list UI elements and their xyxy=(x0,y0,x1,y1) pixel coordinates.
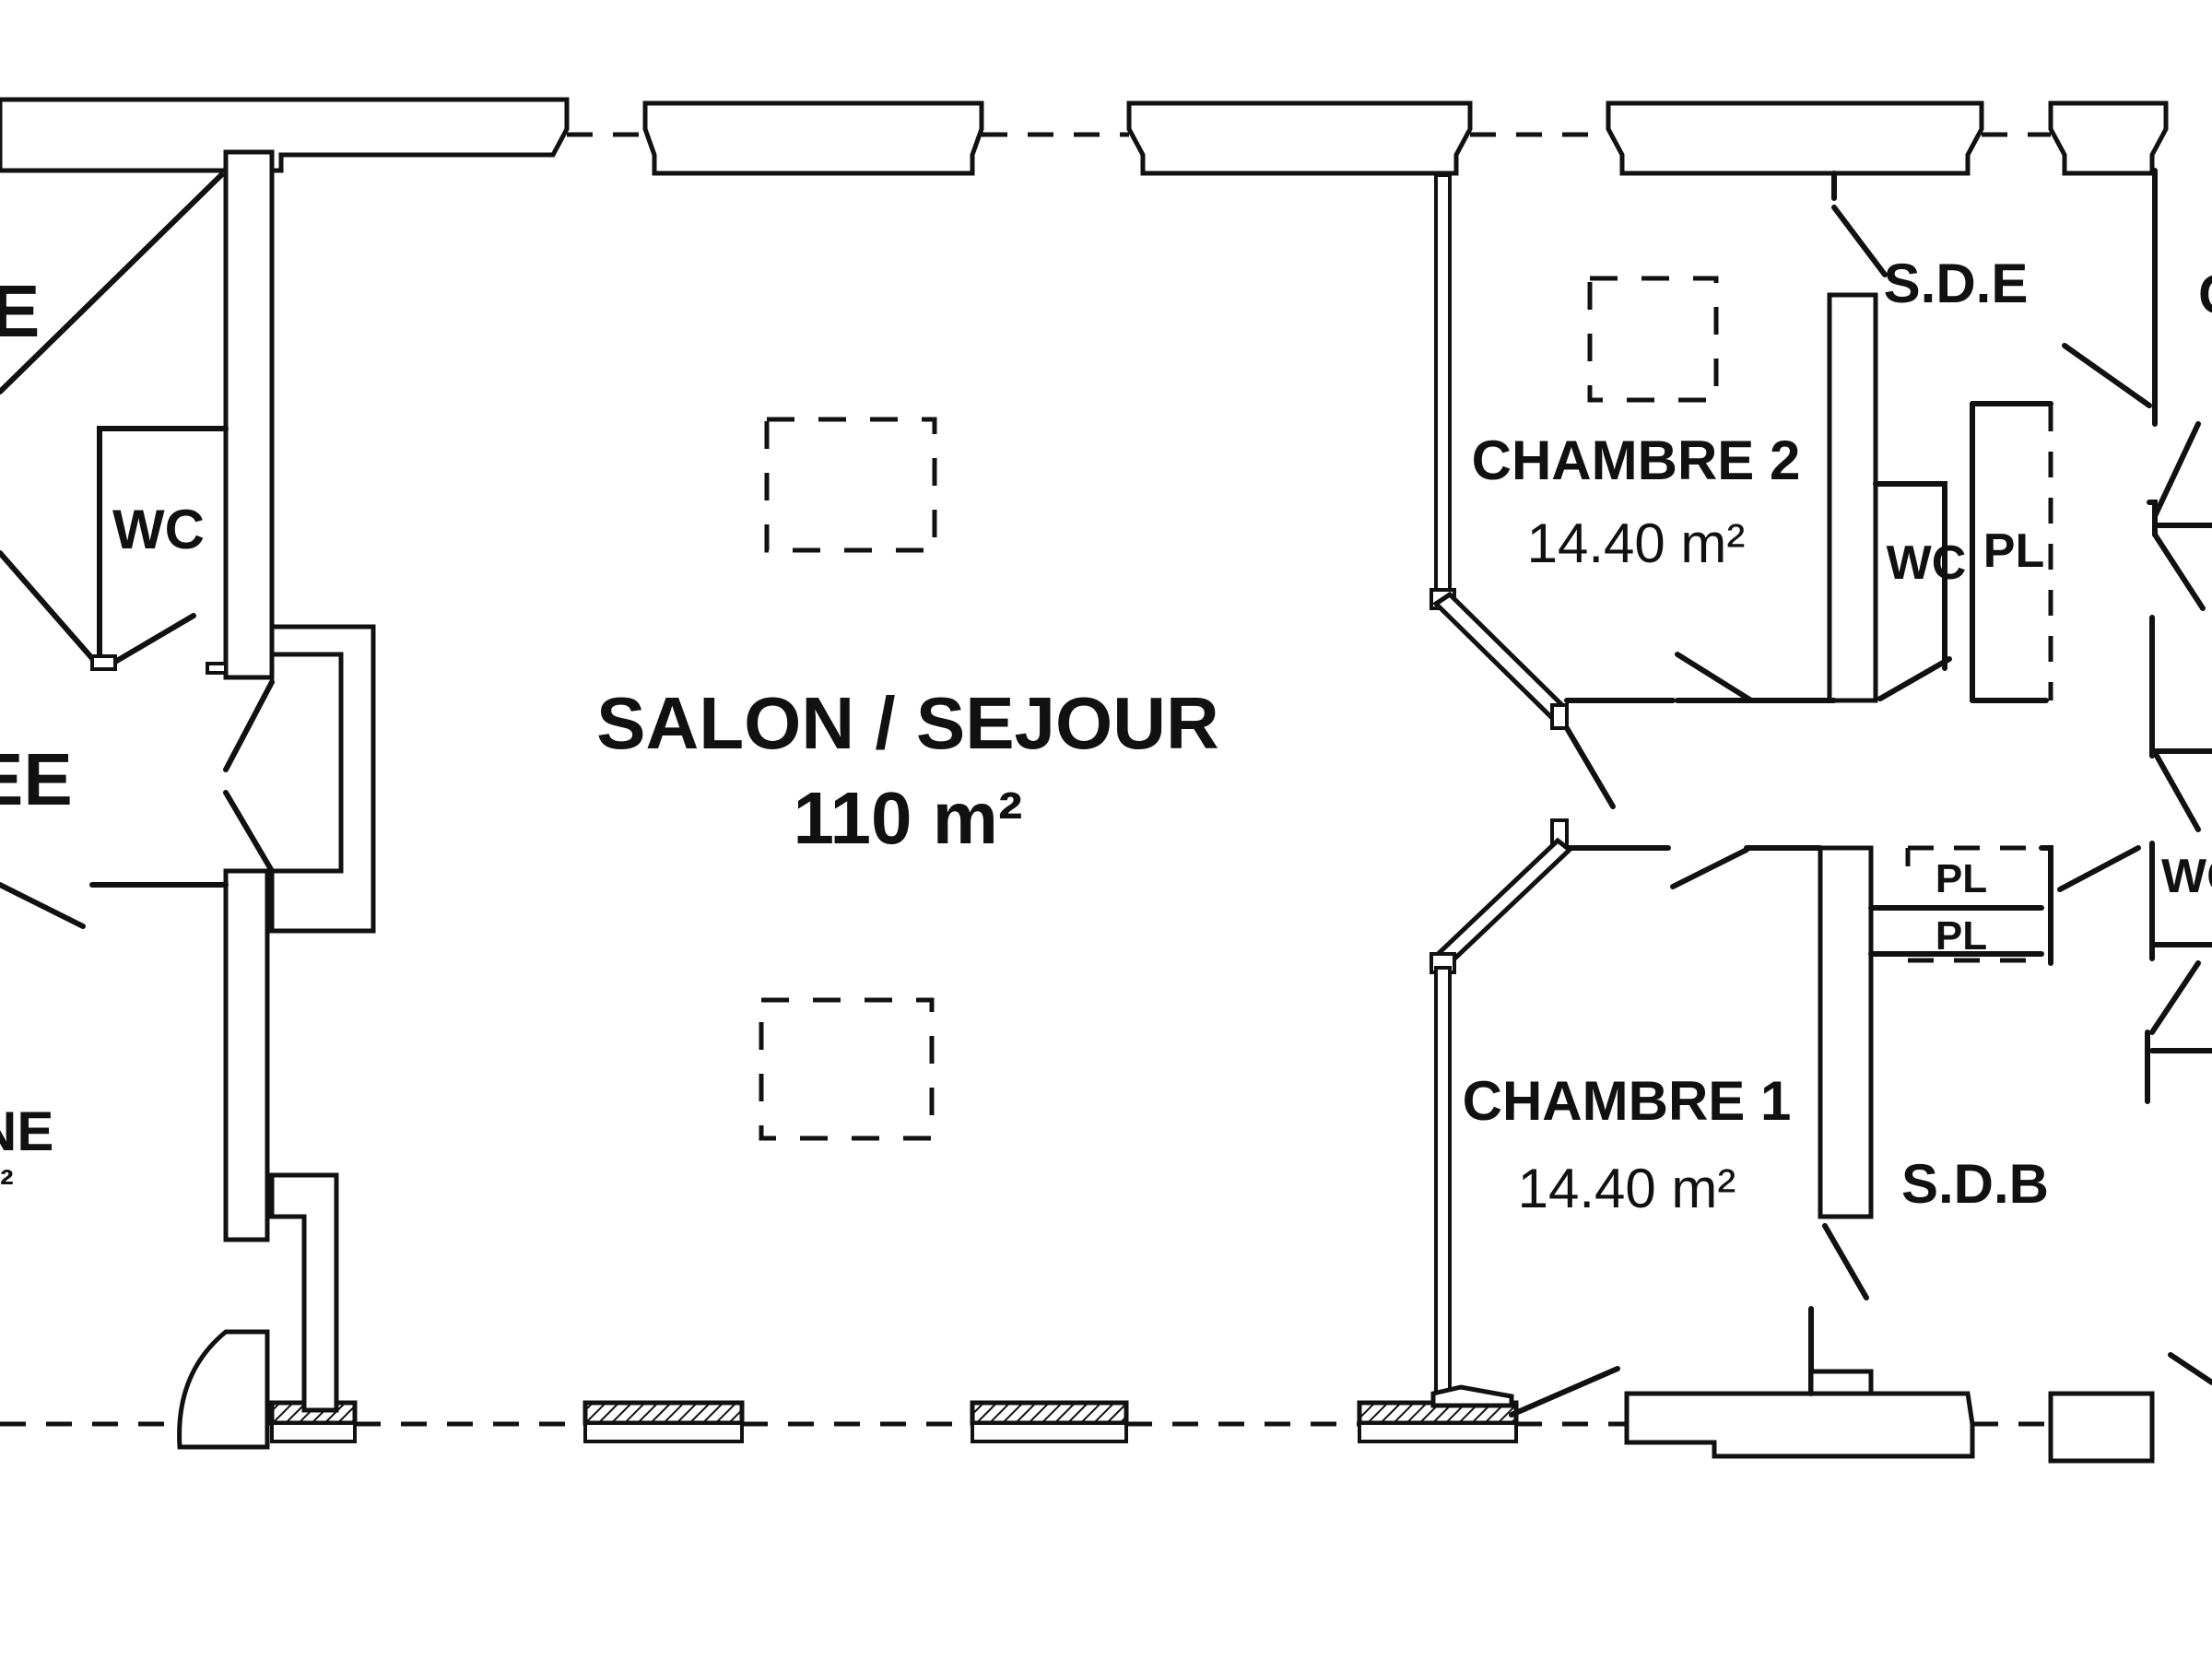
salon-name-label: SALON / SEJOUR xyxy=(596,682,1219,764)
wc-left-label: WC xyxy=(112,499,205,560)
skylight-salon-top xyxy=(764,417,937,553)
wc-right-partial-label: WC xyxy=(2161,850,2212,903)
entree-partial-label: EE xyxy=(0,738,73,820)
sdb-label: S.D.B xyxy=(1901,1153,2049,1215)
pl-bottom-label: PL xyxy=(1936,913,1987,959)
chambre1-area-label: 14.40 m² xyxy=(1518,1158,1736,1219)
wc-mid-label: WC xyxy=(1887,536,1967,590)
pl-top-label: PL xyxy=(1936,856,1987,901)
cuisine-area-fragment: ² xyxy=(0,1162,14,1207)
bottom-facade xyxy=(0,1391,2155,1464)
cuisine-partial-label: NE xyxy=(0,1100,53,1162)
upper-right-block xyxy=(1675,168,2158,703)
far-right-partial xyxy=(2145,421,2212,1385)
chambre1-name-label: CHAMBRE 1 xyxy=(1463,1070,1792,1132)
top-facade xyxy=(0,97,2169,176)
lower-right-block xyxy=(1670,845,2155,1396)
skylight-salon-bottom xyxy=(759,997,935,1141)
chambre2-name-label: CHAMBRE 2 xyxy=(1472,429,1801,491)
chambre2-area-label: 14.40 m² xyxy=(1527,512,1746,574)
sde-label: S.D.E xyxy=(1884,253,2029,314)
left-wing xyxy=(0,149,376,1450)
right-top-partial-label: C xyxy=(2198,264,2212,325)
skylight-chambre2 xyxy=(1587,276,1719,403)
left-top-partial-label: E xyxy=(0,270,40,352)
pl-mid-label: PL xyxy=(1983,524,2044,578)
salon-area-label: 110 m² xyxy=(793,777,1022,859)
central-partition xyxy=(1430,173,1676,1418)
